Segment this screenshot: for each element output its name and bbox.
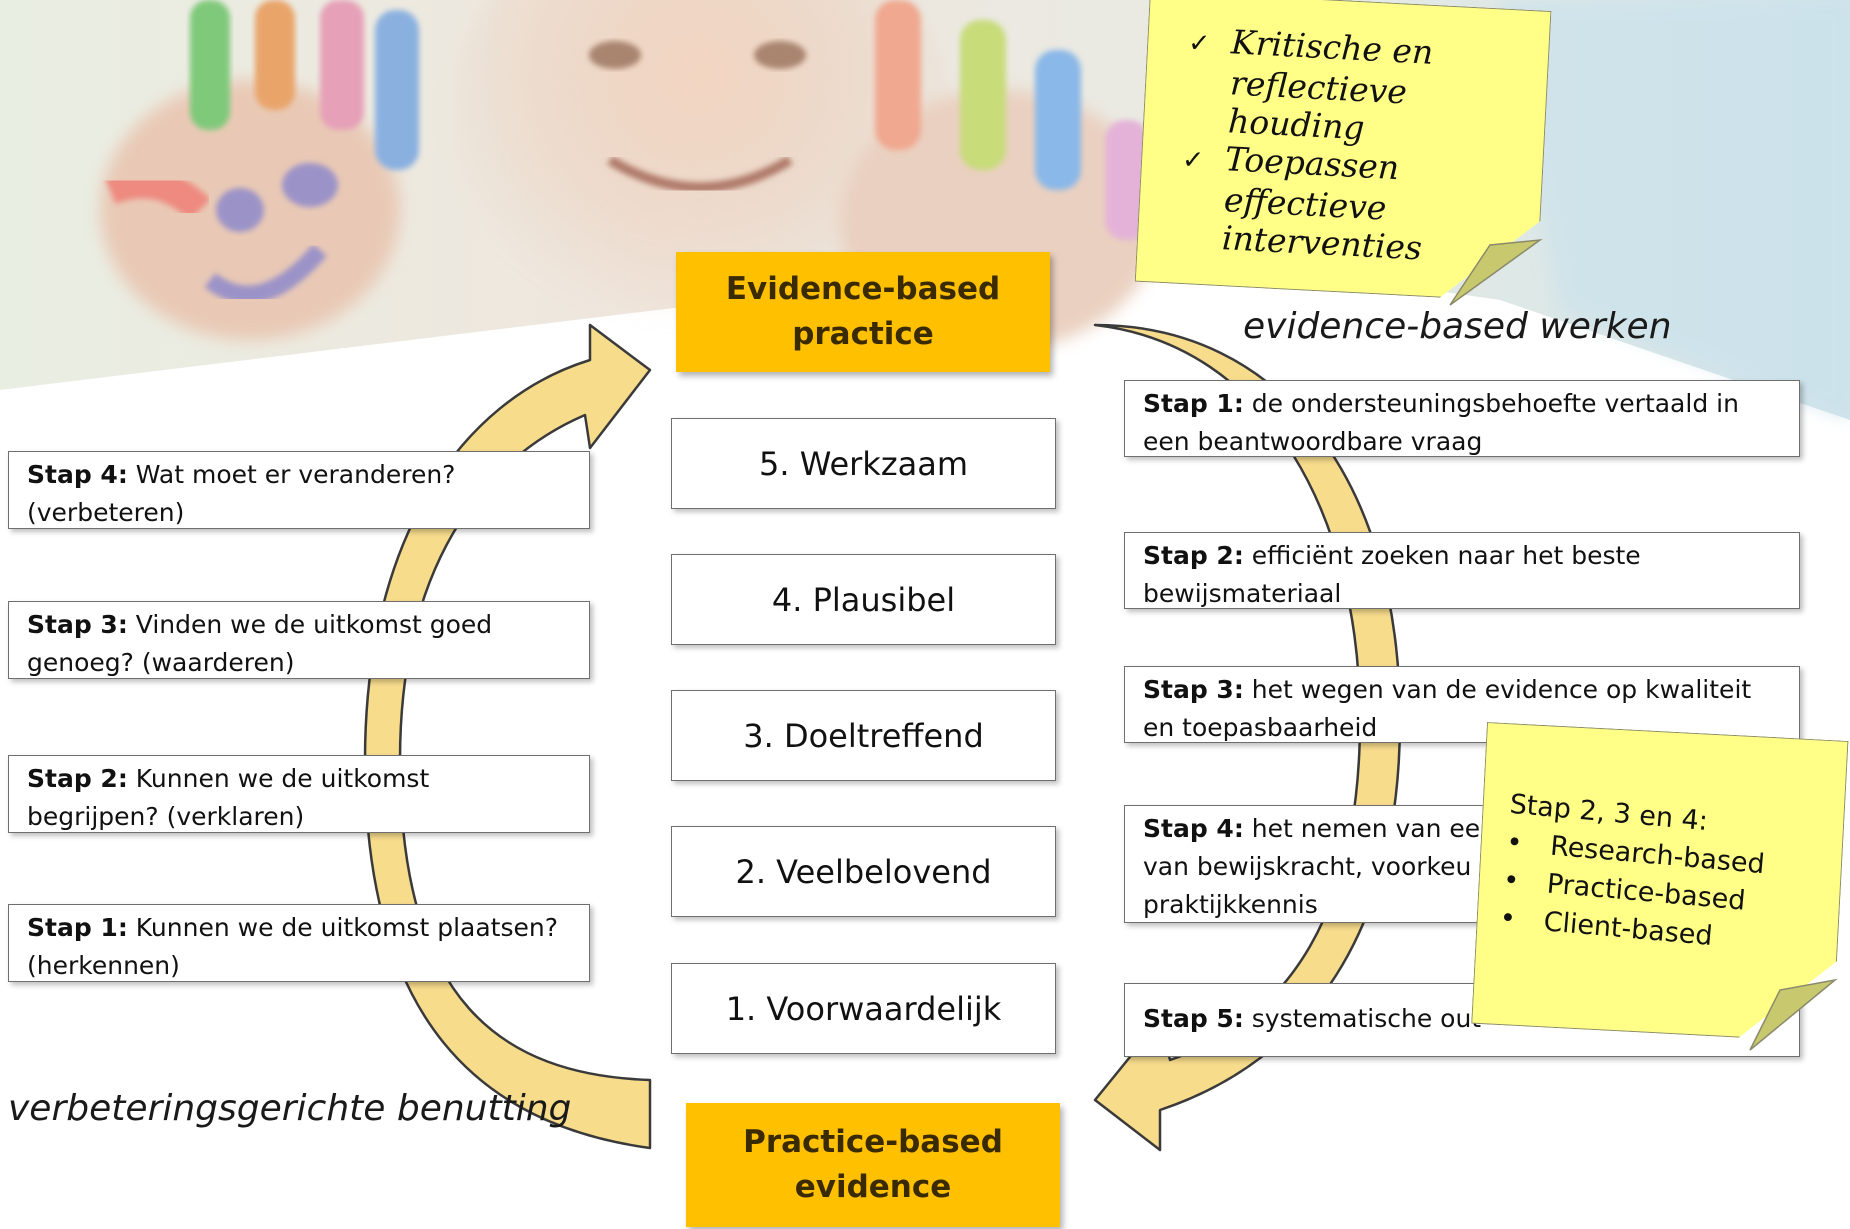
level-4-box: 4. Plausibel (671, 554, 1056, 645)
right-step-3: Stap 3: het wegen van de evidence op kwa… (1124, 666, 1800, 743)
left-step-1-text2: (herkennen) (27, 951, 180, 980)
level-5-label: 5. Werkzaam (758, 444, 969, 483)
left-step-3-label: Stap 3: (27, 610, 128, 639)
right-step-4-text1: het nemen van een (1243, 814, 1497, 843)
right-step-1-text1: de ondersteuningsbehoefte vertaald in (1243, 389, 1739, 418)
bullet-icon: • (1498, 902, 1518, 935)
practice-based-evidence-box: Practice-based evidence (686, 1103, 1060, 1227)
left-step-2-text1: Kunnen we de uitkomst (127, 764, 430, 793)
left-step-3-text1: Vinden we de uitkomst goed (127, 610, 493, 639)
top-box-line1: Evidence-based (725, 271, 1001, 307)
left-step-2: Stap 2: Kunnen we de uitkomst begrijpen?… (8, 755, 590, 833)
left-step-2-label: Stap 2: (27, 764, 128, 793)
level-1-box: 1. Voorwaardelijk (671, 963, 1056, 1054)
right-step-5-label: Stap 5: (1143, 1004, 1244, 1033)
top-box-line2: practice (792, 316, 934, 352)
left-step-4-text2: (verbeteren) (27, 498, 185, 527)
left-cycle-label: verbeteringsgerichte benutting (8, 1088, 572, 1129)
left-step-2-text2: begrijpen? (verklaren) (27, 802, 305, 831)
right-step-2-label: Stap 2: (1143, 541, 1244, 570)
left-step-1-text1: Kunnen we de uitkomst plaatsen? (127, 913, 558, 942)
check-icon: ✓ (1187, 28, 1211, 60)
right-step-3-label: Stap 3: (1143, 675, 1244, 704)
left-step-1-label: Stap 1: (27, 913, 128, 942)
left-step-1: Stap 1: Kunnen we de uitkomst plaatsen? … (8, 904, 590, 982)
right-step-2-text2: bewijsmateriaal (1143, 579, 1342, 608)
right-step-3-text1: het wegen van de evidence op kwaliteit (1243, 675, 1752, 704)
right-step-4-label: Stap 4: (1143, 814, 1244, 843)
sticky-top-fold-icon (1449, 238, 1543, 306)
level-2-box: 2. Veelbelovend (671, 826, 1056, 917)
left-step-4: Stap 4: Wat moet er veranderen? (verbete… (8, 451, 590, 529)
left-step-4-label: Stap 4: (27, 460, 128, 489)
left-step-3: Stap 3: Vinden we de uitkomst goed genoe… (8, 601, 590, 679)
left-step-3-text2: genoeg? (waarderen) (27, 648, 295, 677)
level-1-label: 1. Voorwaardelijk (725, 989, 1002, 1028)
evidence-based-practice-box: Evidence-based practice (676, 252, 1050, 372)
bottom-box-line2: evidence (794, 1169, 952, 1205)
level-3-box: 3. Doeltreffend (671, 690, 1056, 781)
bullet-icon: • (1505, 826, 1524, 860)
level-4-label: 4. Plausibel (771, 580, 956, 619)
level-2-label: 2. Veelbelovend (735, 852, 992, 891)
level-5-box: 5. Werkzaam (671, 418, 1056, 509)
sticky-top-line-4: Toepassen (1224, 139, 1401, 188)
right-step-1: Stap 1: de ondersteuningsbehoefte vertaa… (1124, 380, 1800, 457)
right-cycle-label: evidence-based werken (1243, 306, 1672, 347)
right-step-1-text2: een beantwoordbare vraag (1143, 427, 1483, 456)
right-step-4-text3: praktijkkennis (1143, 890, 1318, 919)
check-icon: ✓ (1181, 144, 1205, 177)
bottom-box-line1: Practice-based (743, 1124, 1003, 1160)
sticky-bottom-fold-icon (1749, 978, 1838, 1051)
right-step-1-label: Stap 1: (1143, 389, 1244, 418)
left-step-4-text1: Wat moet er veranderen? (127, 460, 456, 489)
right-step-2: Stap 2: efficiënt zoeken naar het beste … (1124, 532, 1800, 609)
bullet-icon: • (1501, 864, 1521, 897)
right-step-2-text1: efficiënt zoeken naar het beste (1243, 541, 1641, 570)
right-step-3-text2: en toepasbaarheid (1143, 713, 1378, 742)
right-step-5-text1: systematische out (1243, 1004, 1482, 1033)
right-step-4-text2: van bewijskracht, voorkeu (1143, 852, 1472, 881)
level-3-label: 3. Doeltreffend (743, 716, 984, 755)
